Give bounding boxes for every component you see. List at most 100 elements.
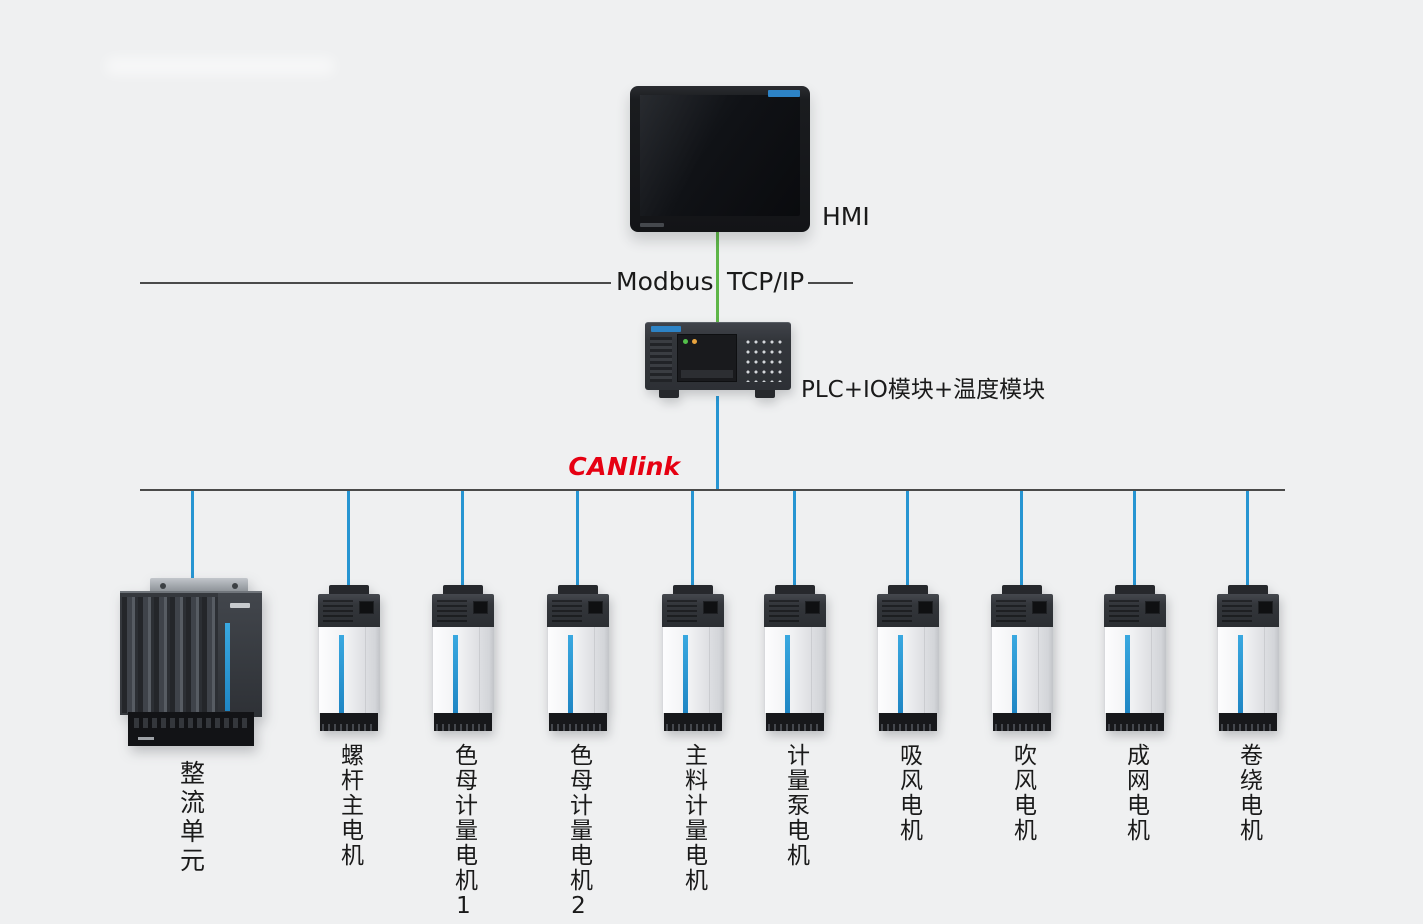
drive-mount-tab: [558, 585, 598, 596]
drive-vents: [1222, 600, 1252, 622]
drive-display: [918, 601, 933, 614]
drop-line: [576, 491, 579, 591]
drop-line: [461, 491, 464, 591]
drive-display: [805, 601, 820, 614]
drive-display: [1145, 601, 1160, 614]
hmi-plc-link-line: [716, 231, 719, 323]
drive-blue-stripe: [898, 635, 903, 713]
drive-graphic: [1217, 585, 1279, 731]
plc-brand-logo: [651, 326, 681, 332]
plc-mount-foot: [659, 390, 679, 398]
drop-line: [1020, 491, 1023, 591]
drive-graphic: [991, 585, 1053, 731]
drive-blue-stripe: [453, 635, 458, 713]
drive-graphic: [877, 585, 939, 731]
drive-graphic: [662, 585, 724, 731]
drive-mount-tab: [329, 585, 369, 596]
drop-line: [1133, 491, 1136, 591]
hmi-device: [630, 86, 810, 232]
rectifier-body: [120, 591, 262, 717]
drive-terminal-base: [1219, 713, 1277, 731]
plc-mount-foot: [755, 390, 775, 398]
drive-front-panel: [1217, 627, 1279, 713]
drop-line: [691, 491, 694, 591]
drive-display: [588, 601, 603, 614]
servo-drive: 螺杆主电机: [318, 585, 380, 868]
drive-heatsink-cap: [1104, 594, 1166, 627]
canlink-can-text: CAN: [568, 452, 629, 481]
plc-vents: [650, 337, 672, 382]
drive-graphic: [432, 585, 494, 731]
device-label: 计量泵电机: [782, 743, 809, 868]
drive-display: [1258, 601, 1273, 614]
drop-line: [793, 491, 796, 591]
servo-drive: 成网电机: [1104, 585, 1166, 843]
drop-line: [347, 491, 350, 591]
servo-drive: 色母计量电机2: [547, 585, 609, 921]
modbus-line-left: [140, 282, 611, 284]
rectifier-graphic: [120, 578, 262, 746]
drive-mount-tab: [1002, 585, 1042, 596]
modbus-label: Modbus: [616, 267, 714, 296]
drive-terminal-base: [549, 713, 607, 731]
drive-blue-stripe: [1238, 635, 1243, 713]
servo-drive: 色母计量电机1: [432, 585, 494, 921]
drive-blue-stripe: [1125, 635, 1130, 713]
plc-bus-link-line: [716, 396, 719, 491]
drive-display: [1032, 601, 1047, 614]
drive-terminal-base: [434, 713, 492, 731]
drive-blue-stripe: [683, 635, 688, 713]
drive-front-panel: [318, 627, 380, 713]
drive-vents: [996, 600, 1026, 622]
drive-display: [359, 601, 374, 614]
drive-heatsink-cap: [547, 594, 609, 627]
plc-run-led: [683, 339, 688, 344]
drive-terminal-base: [879, 713, 937, 731]
can-bus-line: [140, 489, 1285, 491]
drive-vents: [667, 600, 697, 622]
drop-line: [906, 491, 909, 591]
hmi-model-mark: [640, 223, 664, 227]
watermark-smudge: [105, 57, 335, 75]
drive-front-panel: [547, 627, 609, 713]
drive-heatsink-cap: [1217, 594, 1279, 627]
drive-mount-tab: [673, 585, 713, 596]
drive-front-panel: [877, 627, 939, 713]
plc-device: [645, 322, 791, 398]
drive-front-panel: [662, 627, 724, 713]
drive-heatsink-cap: [318, 594, 380, 627]
drive-blue-stripe: [1012, 635, 1017, 713]
rectifier-terminal-base: [128, 712, 254, 746]
drive-graphic: [318, 585, 380, 731]
drive-mount-tab: [775, 585, 815, 596]
drive-display: [703, 601, 718, 614]
device-label: 成网电机: [1122, 743, 1149, 843]
drive-heatsink-cap: [877, 594, 939, 627]
device-label: 整流单元: [176, 760, 206, 876]
plc-port-strip: [681, 370, 733, 378]
modbus-line-right: [808, 282, 853, 284]
drive-terminal-base: [664, 713, 722, 731]
rectifier-name-tag: [230, 603, 250, 608]
drive-vents: [323, 600, 353, 622]
canlink-link-text: link: [628, 452, 680, 481]
drive-blue-stripe: [568, 635, 573, 713]
servo-drive: 吹风电机: [991, 585, 1053, 843]
hmi-screen: [640, 95, 800, 216]
drive-graphic: [547, 585, 609, 731]
device-label: 卷绕电机: [1235, 743, 1262, 843]
plc-error-led: [692, 339, 697, 344]
servo-drive: 卷绕电机: [1217, 585, 1279, 843]
rectifier-device: 整流单元: [120, 578, 262, 876]
drive-vents: [437, 600, 467, 622]
drive-mount-tab: [888, 585, 928, 596]
device-label: 吹风电机: [1009, 743, 1036, 843]
drop-line: [1246, 491, 1249, 591]
servo-drive: 计量泵电机: [764, 585, 826, 868]
device-label: 色母计量电机1: [450, 743, 477, 921]
hmi-label: HMI: [822, 202, 870, 231]
rectifier-mount-flange: [150, 578, 248, 594]
drive-heatsink-cap: [764, 594, 826, 627]
drive-terminal-base: [320, 713, 378, 731]
